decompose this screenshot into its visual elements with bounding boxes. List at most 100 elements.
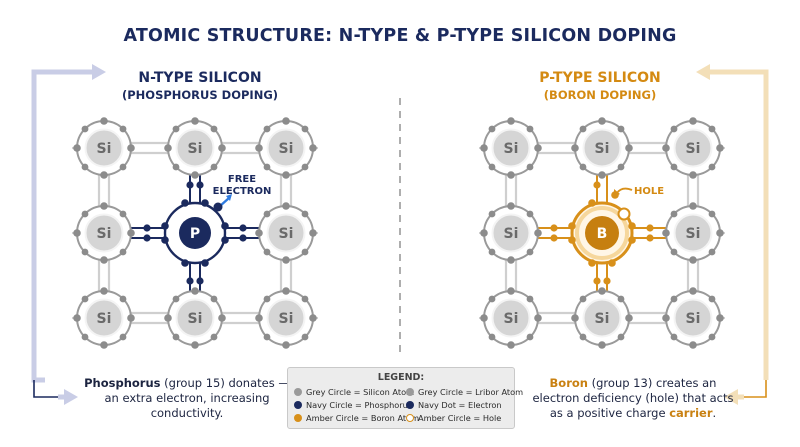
valence-electron <box>526 333 534 341</box>
bonding-electron <box>588 259 596 267</box>
valence-electron <box>716 144 724 152</box>
bonding-electron <box>603 277 611 285</box>
valence-electron <box>670 248 678 256</box>
valence-electron <box>263 295 271 303</box>
legend-item-boron: Amber Circle = Boron Atom <box>294 413 419 423</box>
n-type-title-block: N-TYPE SILICON (PHOSPHORUS DOPING) <box>100 70 300 104</box>
valence-electron <box>73 314 81 322</box>
bonding-electron <box>588 199 596 207</box>
valence-electron <box>100 256 108 264</box>
valence-electron <box>255 314 263 322</box>
bonding-electron <box>608 259 616 267</box>
valence-electron <box>81 248 89 256</box>
valence-electron <box>708 248 716 256</box>
valence-electron <box>301 333 309 341</box>
silicon-label: Si <box>279 311 294 327</box>
bonding-electron <box>201 199 209 207</box>
silicon-label: Si <box>97 311 112 327</box>
hole-arrowhead <box>614 189 620 197</box>
valence-electron <box>598 117 606 125</box>
n-caption-bold: Phosphorus <box>84 376 161 390</box>
silicon-atom <box>266 213 306 253</box>
valence-electron <box>488 333 496 341</box>
valence-electron <box>488 210 496 218</box>
valence-electron <box>191 341 199 349</box>
valence-electron <box>571 144 579 152</box>
valence-electron <box>81 333 89 341</box>
valence-electron <box>708 125 716 133</box>
valence-electron <box>282 287 290 295</box>
bonding-electron <box>196 277 204 285</box>
valence-electron <box>617 163 625 171</box>
bonding-electron <box>221 236 229 244</box>
boron-glow-ring <box>575 206 629 260</box>
bonding-electron <box>550 224 558 232</box>
bonding-electron <box>161 236 169 244</box>
valence-electron <box>81 125 89 133</box>
phosphorus-label: P <box>190 226 200 242</box>
valence-electron <box>255 229 263 237</box>
valence-electron <box>689 117 697 125</box>
valence-electron <box>598 341 606 349</box>
valence-electron <box>716 229 724 237</box>
valence-electron <box>625 144 633 152</box>
legend-item-silicon: Grey Circle = Silicon Atom <box>294 387 414 397</box>
bonding-electron <box>568 222 576 230</box>
valence-electron <box>119 163 127 171</box>
valence-electron <box>670 163 678 171</box>
valence-electron <box>191 117 199 125</box>
valence-electron <box>617 125 625 133</box>
valence-electron <box>670 295 678 303</box>
bonding-electron <box>186 277 194 285</box>
valence-electron <box>301 295 309 303</box>
bonding-electron <box>221 222 229 230</box>
valence-electron <box>526 163 534 171</box>
grey-circle-icon <box>294 388 302 396</box>
valence-electron <box>625 314 633 322</box>
valence-electron <box>480 229 488 237</box>
valence-electron <box>191 287 199 295</box>
valence-electron <box>100 117 108 125</box>
valence-electron <box>488 125 496 133</box>
silicon-atom <box>266 128 306 168</box>
hole-arrow <box>616 187 633 194</box>
silicon-label: Si <box>504 141 519 157</box>
silicon-atom <box>491 298 531 338</box>
bonding-electron <box>550 234 558 242</box>
valence-electron <box>526 125 534 133</box>
valence-electron <box>309 314 317 322</box>
valence-electron <box>81 295 89 303</box>
p-caption-carrier: carrier <box>669 406 713 420</box>
bonding-electron <box>568 236 576 244</box>
valence-electron <box>309 229 317 237</box>
boron-atom <box>585 216 619 250</box>
valence-electron <box>255 144 263 152</box>
silicon-label: Si <box>188 141 203 157</box>
boron-label: B <box>597 226 608 242</box>
valence-electron <box>172 125 180 133</box>
valence-electron <box>689 171 697 179</box>
silicon-label: Si <box>686 226 701 242</box>
valence-electron <box>708 295 716 303</box>
valence-electron <box>507 341 515 349</box>
valence-electron <box>716 314 724 322</box>
free-electron-label-line1: FREE <box>228 174 256 185</box>
grey-circle-icon <box>406 388 414 396</box>
valence-electron <box>507 287 515 295</box>
valence-electron <box>617 295 625 303</box>
bonding-electron <box>628 222 636 230</box>
valence-electron <box>488 248 496 256</box>
silicon-atom <box>266 298 306 338</box>
valence-electron <box>670 333 678 341</box>
bonding-electron <box>181 199 189 207</box>
valence-electron <box>119 125 127 133</box>
bonding-electron <box>143 234 151 242</box>
valence-electron <box>282 171 290 179</box>
valence-electron <box>507 171 515 179</box>
p-type-title: P-TYPE SILICON <box>539 70 661 86</box>
valence-electron <box>571 314 579 322</box>
valence-electron <box>480 144 488 152</box>
bonding-electron <box>239 234 247 242</box>
valence-electron <box>662 229 670 237</box>
